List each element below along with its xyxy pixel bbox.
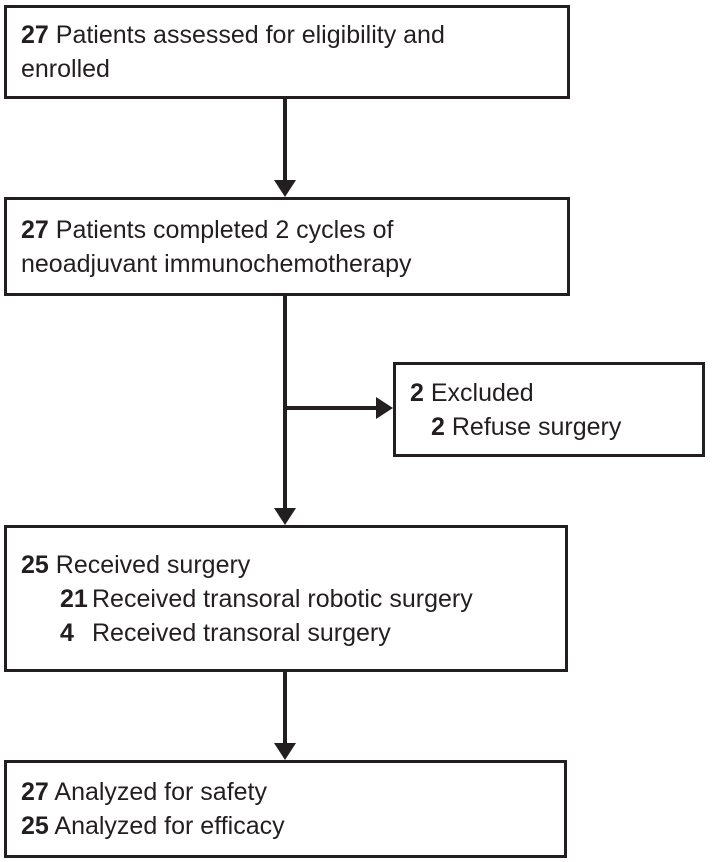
- patient-count: 27: [21, 778, 49, 806]
- line-text: Analyzed for efficacy: [54, 812, 285, 840]
- connector-surgery-to-analysis: [283, 670, 287, 745]
- patient-count: 4: [60, 618, 74, 647]
- patient-count: 25: [21, 812, 49, 840]
- line-text: Received surgery: [55, 550, 251, 579]
- arrowhead-right-icon: [376, 397, 393, 419]
- line-text: neoadjuvant immunochemotherapy: [21, 249, 412, 278]
- flow-line: 27 Patients completed 2 cycles of: [21, 213, 553, 247]
- patient-count: 2: [431, 412, 445, 441]
- box-neoadjuvant-therapy: 27 Patients completed 2 cycles of neoadj…: [4, 197, 570, 296]
- box-enrollment: 27 Patients assessed for eligibility and…: [4, 5, 570, 99]
- patient-count: 25: [21, 550, 49, 579]
- line-text: Analyzed for safety: [54, 778, 268, 806]
- connector-branch-to-excluded: [283, 406, 378, 410]
- box-analysis: 27 Analyzed for safety 25 Analyzed for e…: [4, 760, 567, 858]
- line-text: Received transoral surgery: [92, 618, 391, 647]
- box-excluded: 2 Excluded 2 Refuse surgery: [393, 362, 705, 457]
- flow-line: 25 Analyzed for efficacy: [21, 809, 550, 843]
- line-text: Refuse surgery: [451, 412, 622, 441]
- line-text: Excluded: [430, 378, 534, 407]
- connector-neoadjuvant-to-surgery: [283, 294, 287, 510]
- flow-line: neoadjuvant immunochemotherapy: [21, 247, 553, 281]
- line-text: Patients assessed for eligibility and: [55, 21, 445, 49]
- patient-count: 21: [60, 584, 88, 613]
- arrowhead-down-icon: [274, 180, 296, 197]
- patient-count: 2: [410, 378, 424, 407]
- arrowhead-down-icon: [274, 508, 296, 525]
- flow-line: 25 Received surgery: [21, 548, 551, 582]
- connector-enrollment-to-neoadjuvant: [283, 97, 287, 182]
- flow-line: 4 Received transoral surgery: [21, 616, 551, 650]
- line-text: Patients completed 2 cycles of: [55, 215, 394, 244]
- flow-line: 27 Patients assessed for eligibility and: [21, 18, 553, 52]
- flow-line: enrolled: [21, 52, 553, 86]
- flow-line: 2 Excluded: [410, 376, 688, 410]
- line-text: Received transoral robotic surgery: [92, 584, 473, 613]
- patient-count: 27: [21, 215, 49, 244]
- patient-count: 27: [21, 21, 49, 49]
- flow-line: 27 Analyzed for safety: [21, 775, 550, 809]
- line-text: enrolled: [21, 55, 110, 83]
- arrowhead-down-icon: [274, 743, 296, 760]
- flow-line: 2 Refuse surgery: [410, 410, 688, 444]
